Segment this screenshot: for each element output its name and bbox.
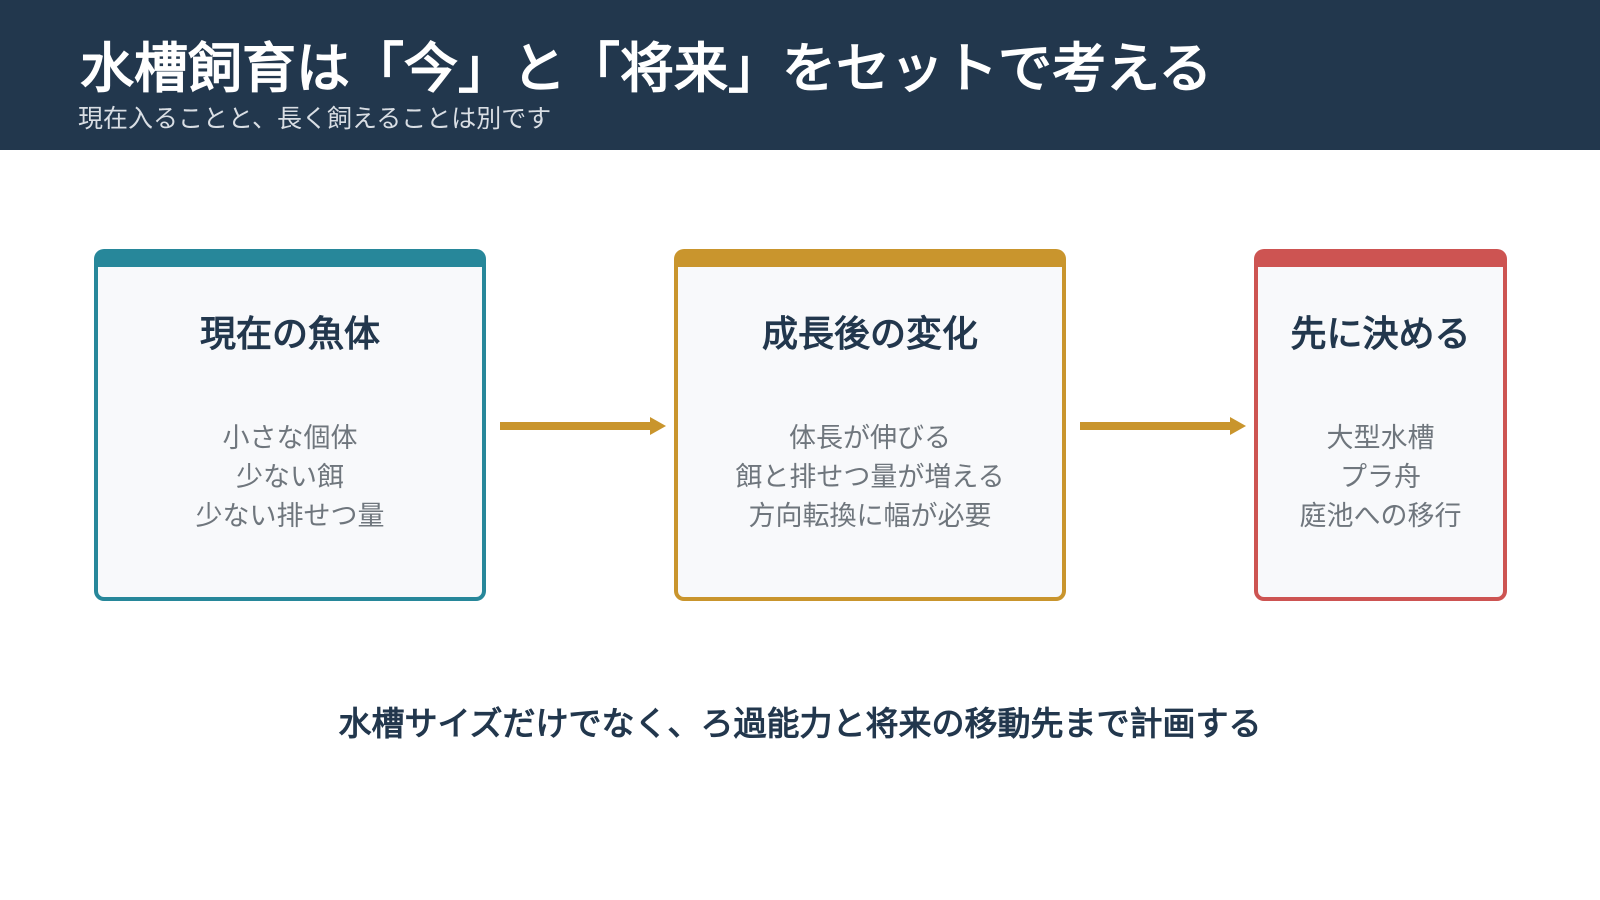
card-item-list: 大型水槽 プラ舟 庭池への移行 <box>1258 419 1503 536</box>
card-item: 少ない餌 <box>236 462 344 493</box>
decide-first-card: 先に決める 大型水槽 プラ舟 庭池への移行 <box>1254 249 1507 601</box>
card-item: 餌と排せつ量が増える <box>735 462 1005 493</box>
card-item: 小さな個体 <box>222 423 358 454</box>
header-banner: 水槽飼育は「今」と「将来」をセットで考える 現在入ることと、長く飼えることは別で… <box>0 0 1600 150</box>
summary-note: 水槽サイズだけでなく、ろ過能力と将来の移動先まで計画する <box>338 704 1262 743</box>
flow-arrow-icon <box>1080 417 1246 435</box>
card-item: 方向転換に幅が必要 <box>748 501 992 532</box>
card-item-list: 体長が伸びる 餌と排せつ量が増える 方向転換に幅が必要 <box>678 419 1062 536</box>
flow-arrow-icon <box>500 417 666 435</box>
card-item: 少ない排せつ量 <box>195 501 385 532</box>
card-item: 大型水槽 <box>1326 423 1435 454</box>
card-title: 成長後の変化 <box>761 314 978 355</box>
card-title: 先に決める <box>1290 314 1471 355</box>
page-subtitle: 現在入ることと、長く飼えることは別です <box>78 104 552 133</box>
card-item: 庭池への移行 <box>1299 501 1462 532</box>
current-fish-card: 現在の魚体 小さな個体 少ない餌 少ない排せつ量 <box>94 249 486 601</box>
card-title: 現在の魚体 <box>199 314 380 355</box>
card-item: プラ舟 <box>1340 462 1421 493</box>
card-item-list: 小さな個体 少ない餌 少ない排せつ量 <box>98 419 482 536</box>
growth-change-card: 成長後の変化 体長が伸びる 餌と排せつ量が増える 方向転換に幅が必要 <box>674 249 1066 601</box>
page-title: 水槽飼育は「今」と「将来」をセットで考える <box>80 37 1213 100</box>
card-item: 体長が伸びる <box>789 423 951 454</box>
